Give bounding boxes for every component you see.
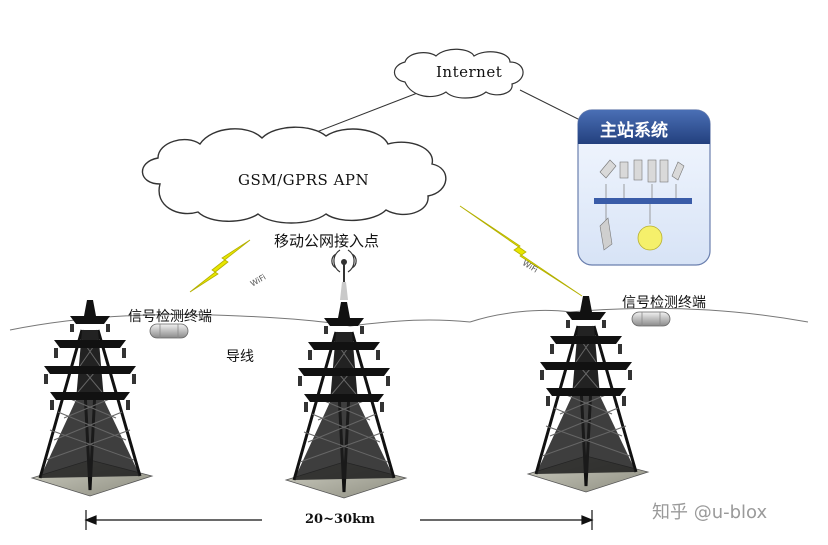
gateway-icon (637, 225, 663, 251)
master-station-title: 主站系统 (600, 121, 668, 141)
tower-right (526, 294, 650, 494)
internet-label: Internet (436, 63, 503, 81)
network-bus (594, 198, 692, 204)
watermark: 知乎 @u-blox (652, 502, 768, 523)
mobile-network-label: 移动公网接入点 (274, 232, 380, 250)
sensor-left-icon (149, 323, 189, 339)
signal-terminal-left-label: 信号检测终端 (128, 309, 212, 325)
workstation-icon (599, 217, 613, 251)
conductor-label: 导线 (226, 349, 254, 365)
master-station-box (577, 109, 711, 266)
distance-arrow (84, 510, 594, 530)
internet-cloud (393, 48, 524, 99)
signal-terminal-right-label: 信号检测终端 (622, 295, 706, 311)
sensor-right-icon (631, 311, 671, 327)
tower-middle (284, 300, 408, 500)
tower-left (30, 298, 154, 498)
distance-label: 20~30km (305, 512, 375, 527)
gsm-cloud (141, 126, 447, 224)
server-icons (599, 159, 685, 183)
antenna-icon (331, 249, 357, 300)
lightning-right-icon (459, 205, 583, 297)
gsm-label: GSM/GPRS APN (238, 171, 370, 189)
lightning-left-icon (189, 239, 251, 293)
